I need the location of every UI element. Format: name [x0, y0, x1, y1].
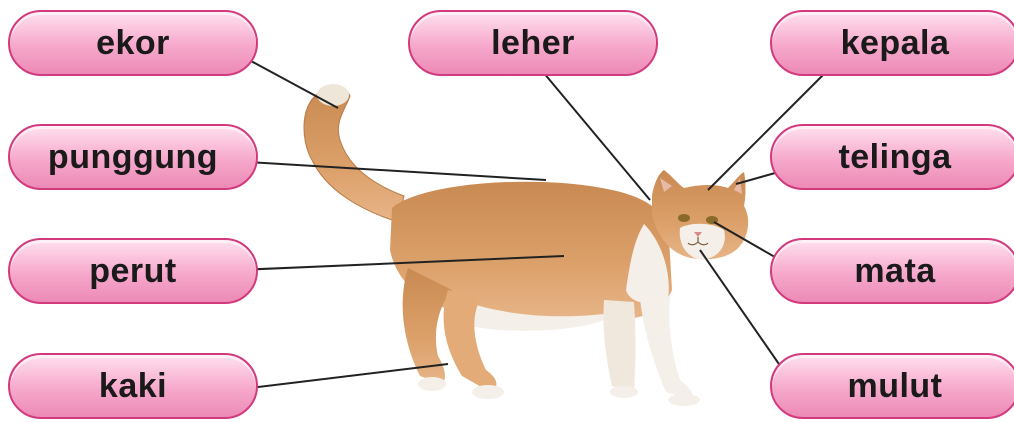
label-text: mulut — [847, 366, 943, 405]
label-text: leher — [491, 23, 575, 62]
cat-mouth — [694, 232, 702, 237]
leader-line-punggung — [247, 161, 547, 181]
leader-line-kepala — [707, 67, 831, 191]
label-text: kepala — [840, 23, 950, 62]
label-kaki: kaki — [8, 353, 258, 419]
cat-front-leg — [603, 300, 636, 392]
leader-line-ekor — [237, 53, 339, 109]
label-mata: mata — [770, 238, 1014, 304]
label-perut: perut — [8, 238, 258, 304]
label-text: perut — [89, 251, 177, 290]
cat-tail — [303, 87, 405, 223]
label-telinga: telinga — [770, 124, 1014, 190]
label-ekor: ekor — [8, 10, 258, 76]
cat-body — [390, 181, 672, 320]
leader-line-kaki — [249, 363, 449, 389]
leader-line-mulut — [699, 249, 791, 381]
leader-line-leher — [537, 65, 651, 201]
label-text: ekor — [96, 23, 170, 62]
label-text: mata — [854, 251, 936, 290]
cat-eye — [678, 214, 690, 222]
cat-hind-leg — [402, 268, 452, 384]
label-leher: leher — [408, 10, 658, 76]
label-punggung: punggung — [8, 124, 258, 190]
label-text: punggung — [47, 137, 219, 176]
label-mulut: mulut — [770, 353, 1014, 419]
label-text: kaki — [98, 366, 168, 405]
leader-line-perut — [237, 255, 565, 271]
label-kepala: kepala — [770, 10, 1014, 76]
label-text: telinga — [838, 137, 952, 176]
